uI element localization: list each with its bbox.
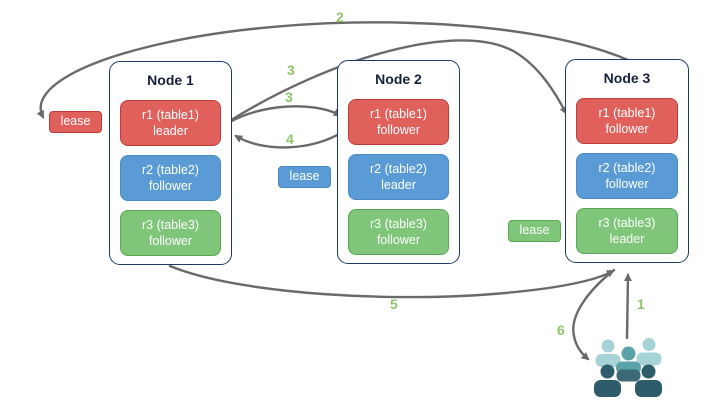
user-front-center-torso bbox=[616, 369, 641, 382]
step-label-5: 5 bbox=[390, 296, 398, 312]
replica-name: r1 (table1) bbox=[370, 106, 427, 121]
replica-name: r2 (table2) bbox=[370, 161, 427, 176]
arrow-step-2 bbox=[36, 21, 630, 119]
replica-role: leader bbox=[153, 124, 188, 138]
replica-name: r1 (table1) bbox=[142, 107, 199, 122]
replica-name: r1 (table1) bbox=[598, 105, 656, 120]
arrow-step-5 bbox=[168, 264, 615, 299]
node-2-replica-r3: r3 (table3) follower bbox=[348, 209, 449, 255]
node-3-replica-r2: r2 (table2) follower bbox=[576, 153, 678, 199]
replica-role: follower bbox=[605, 177, 649, 191]
arrow-step-4 bbox=[234, 129, 346, 149]
node-2-replica-r1: r1 (table1) follower bbox=[348, 99, 449, 145]
step-label-4: 4 bbox=[286, 131, 294, 147]
node-3: Node 3 r1 (table1) follower r2 (table2) … bbox=[565, 59, 689, 263]
node-1-replica-r2: r2 (table2) follower bbox=[120, 155, 221, 201]
node-1-title: Node 1 bbox=[147, 72, 194, 88]
arrow-step-3-to-node2 bbox=[226, 105, 342, 125]
replica-role: leader bbox=[609, 232, 645, 246]
node-1-replica-r3: r3 (table3) follower bbox=[120, 210, 221, 256]
node-3-replica-r3: r3 (table3) leader bbox=[576, 208, 678, 254]
replica-role: follower bbox=[376, 123, 421, 137]
arrow-step-6 bbox=[572, 268, 616, 361]
replica-role: leader bbox=[381, 178, 416, 192]
node-3-replica-r1: r1 (table1) follower bbox=[576, 98, 678, 144]
step-label-3a: 3 bbox=[287, 62, 295, 78]
replica-role: follower bbox=[148, 179, 193, 193]
step-label-6: 6 bbox=[557, 322, 565, 338]
node-2-replica-r2: r2 (table2) leader bbox=[348, 154, 449, 200]
lease-badge-r2: lease bbox=[278, 166, 331, 188]
replica-name: r3 (table3) bbox=[142, 217, 199, 232]
replica-name: r3 (table3) bbox=[370, 216, 427, 231]
replica-name: r3 (table3) bbox=[598, 215, 656, 230]
replica-role: follower bbox=[376, 233, 421, 247]
node-1: Node 1 r1 (table1) leader r2 (table2) fo… bbox=[109, 61, 232, 265]
replica-name: r2 (table2) bbox=[142, 162, 199, 177]
replica-role: follower bbox=[605, 122, 649, 136]
lease-badge-r1: lease bbox=[49, 111, 102, 133]
replica-name: r2 (table2) bbox=[598, 160, 656, 175]
user-back-right bbox=[636, 338, 662, 366]
step-label-3b: 3 bbox=[285, 89, 293, 105]
arrow-step-1 bbox=[623, 273, 632, 340]
step-label-2: 2 bbox=[336, 9, 344, 25]
users-group-icon bbox=[594, 338, 662, 397]
node-2-title: Node 2 bbox=[375, 71, 422, 87]
step-label-1: 1 bbox=[637, 296, 645, 312]
arrow-step-3-to-node3 bbox=[226, 39, 568, 124]
node-2: Node 2 r1 (table1) follower r2 (table2) … bbox=[337, 60, 460, 264]
user-front-right bbox=[635, 364, 662, 397]
node-3-title: Node 3 bbox=[603, 70, 651, 86]
lease-badge-r3: lease bbox=[508, 220, 561, 242]
replica-role: follower bbox=[148, 234, 193, 248]
user-back-left bbox=[595, 339, 621, 367]
node-1-replica-r1: r1 (table1) leader bbox=[120, 100, 221, 146]
user-front-left bbox=[594, 364, 621, 397]
